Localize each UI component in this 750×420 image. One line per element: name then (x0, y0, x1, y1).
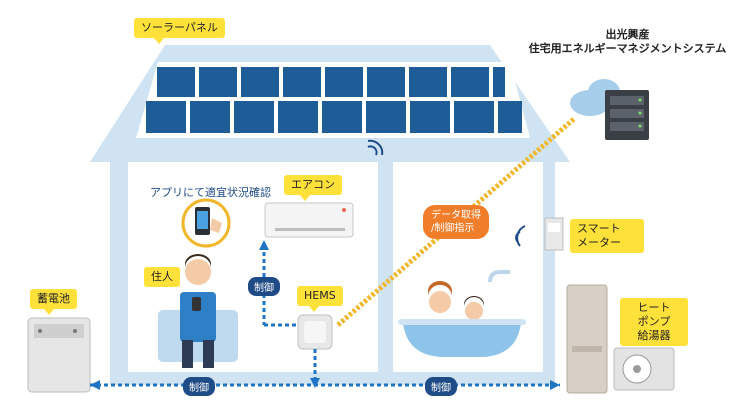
hems-system-title: 出光興産 住宅用エネルギーマネジメントシステム (528, 28, 727, 55)
wifi-icon (367, 139, 526, 247)
control-pill-aircon: 制御 (248, 277, 280, 296)
battery-label: 蓄電池 (30, 289, 77, 315)
aircon-label: エアコン (284, 175, 342, 201)
flow-arrows (90, 240, 560, 390)
smart-meter-icon (544, 217, 564, 251)
heat-pump-water-heater-icon (566, 284, 675, 394)
smartphone-app-icon (181, 198, 231, 248)
resident-label: 住人 (144, 267, 180, 287)
hems-label: HEMS (297, 286, 343, 312)
data-control-badge: データ取得 /制御指示 (423, 205, 489, 239)
server-icon (605, 90, 649, 140)
battery-icon (27, 317, 91, 393)
solar-panel-label: ソーラーパネル (134, 18, 225, 44)
resident-illustration (158, 254, 238, 368)
control-pill-right: 制御 (425, 377, 457, 396)
bathtub-illustration (398, 270, 526, 357)
hems-device-icon (297, 314, 333, 350)
smart-meter-label: スマート メーター (570, 219, 644, 253)
control-pill-left: 制御 (183, 377, 215, 396)
water-heater-label: ヒート ポンプ 給湯器 (620, 298, 688, 346)
solar-panel (136, 62, 530, 138)
aircon-icon (264, 202, 354, 238)
app-check-label: アプリにて適宜状況確認 (150, 186, 271, 199)
